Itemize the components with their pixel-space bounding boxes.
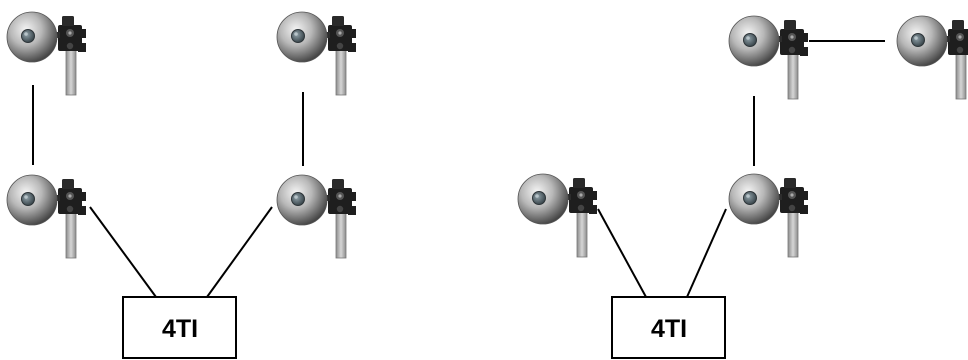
connector-line xyxy=(206,206,273,298)
spherical-sensor-icon xyxy=(276,11,357,96)
spherical-sensor-icon xyxy=(728,15,809,100)
controller-label: 4TI xyxy=(651,315,687,343)
diagram-right: 4TI xyxy=(517,15,968,359)
spherical-sensor-icon xyxy=(728,173,809,258)
diagram-left: 4TI xyxy=(6,11,357,359)
spherical-sensor-icon xyxy=(276,174,357,259)
connector-line xyxy=(597,208,647,298)
connector-line xyxy=(89,206,157,298)
controller-label: 4TI xyxy=(162,315,198,343)
spherical-sensor-icon xyxy=(517,173,598,258)
connector-line xyxy=(686,208,727,298)
controller-box: 4TI xyxy=(611,296,726,359)
spherical-sensor-icon xyxy=(896,15,968,100)
spherical-sensor-icon xyxy=(6,174,87,259)
spherical-sensor-icon xyxy=(6,11,87,96)
controller-box: 4TI xyxy=(122,296,237,359)
